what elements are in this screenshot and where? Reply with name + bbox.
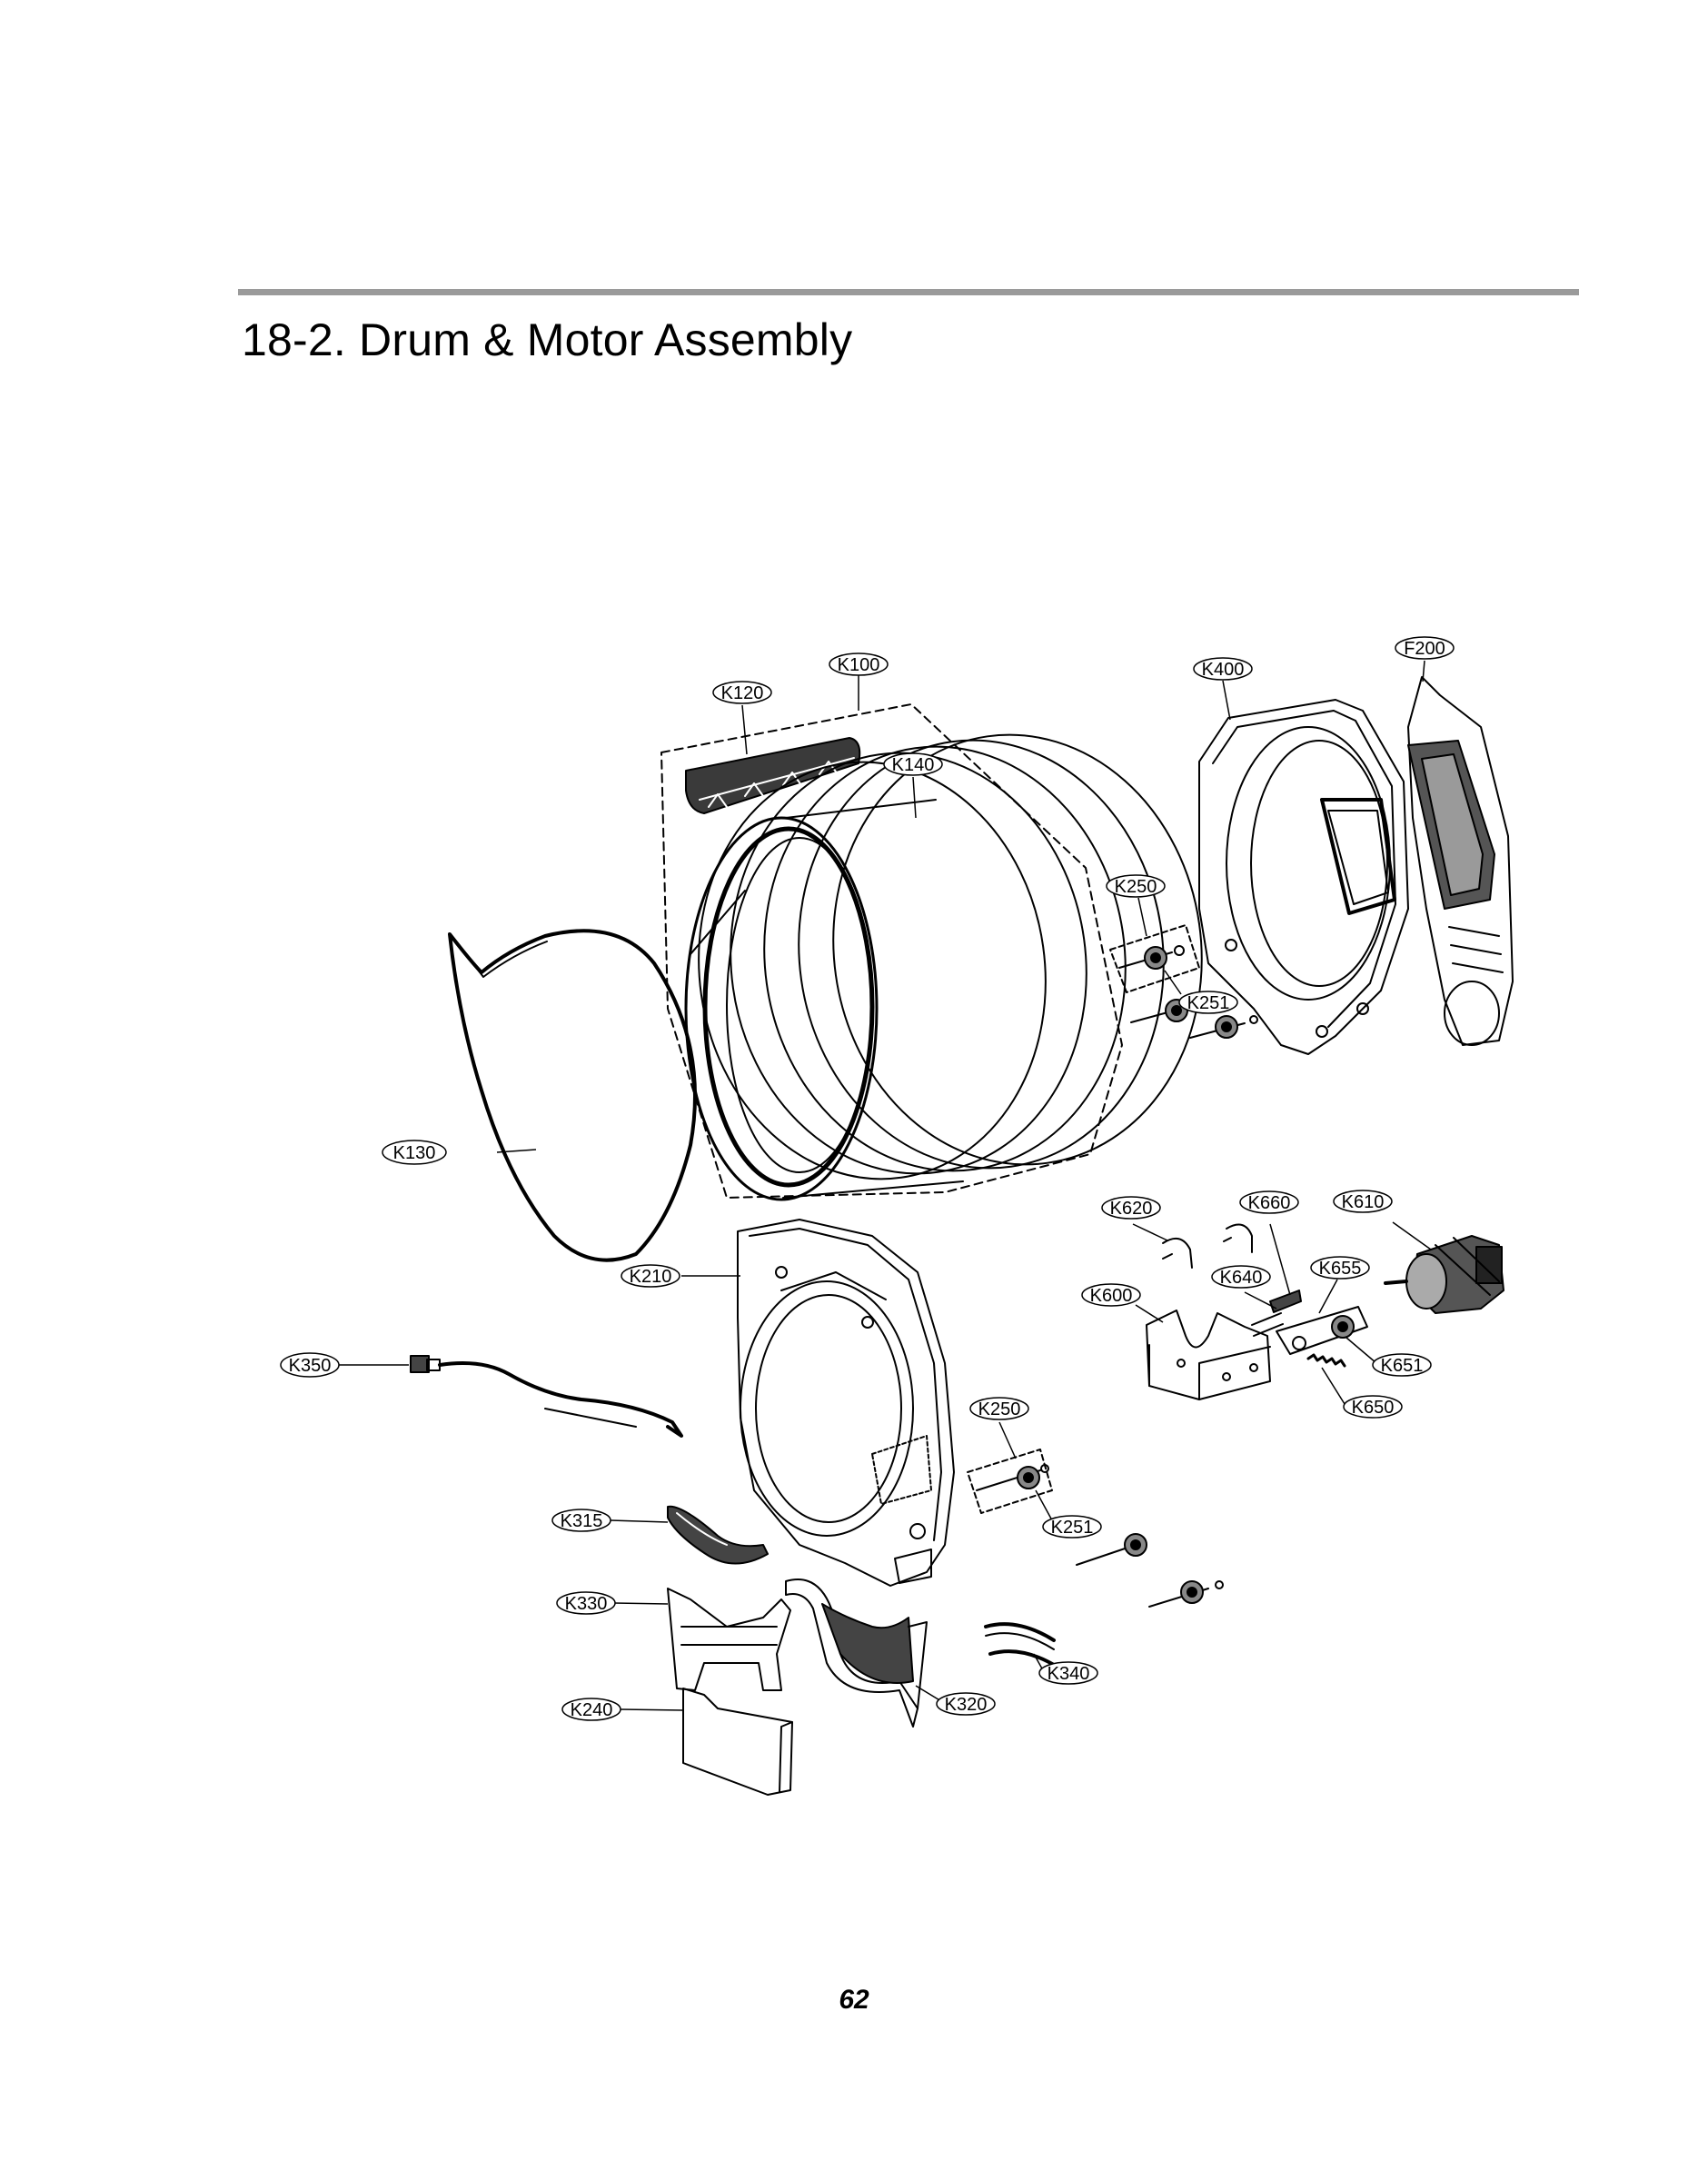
roller-axle-group-bottom xyxy=(967,1449,1053,1514)
leader-k620 xyxy=(1132,1223,1168,1241)
svg-text:K130: K130 xyxy=(393,1143,436,1163)
leader-k650 xyxy=(1321,1367,1346,1405)
callout-k660: K660 xyxy=(1239,1190,1299,1214)
svg-text:K400: K400 xyxy=(1202,660,1245,680)
svg-text:K340: K340 xyxy=(1048,1664,1090,1684)
callout-k315: K315 xyxy=(551,1509,611,1532)
svg-text:K350: K350 xyxy=(289,1356,332,1376)
leader-k251-top xyxy=(1164,970,1182,995)
svg-text:K251: K251 xyxy=(1051,1518,1094,1538)
leader-k130 xyxy=(496,1149,537,1153)
svg-text:K240: K240 xyxy=(571,1700,613,1720)
drum-group-dashed-outline xyxy=(660,703,1123,1199)
leader-k660 xyxy=(1269,1223,1291,1296)
svg-text:K640: K640 xyxy=(1220,1268,1263,1288)
callout-k610: K610 xyxy=(1333,1190,1393,1213)
svg-text:K330: K330 xyxy=(565,1594,608,1614)
front-bulkhead-part xyxy=(737,1219,955,1587)
rear-duct-part xyxy=(1407,676,1514,1046)
leader-f200 xyxy=(1422,660,1425,682)
wire-harness-part xyxy=(410,1355,683,1438)
callout-k251-bottom: K251 xyxy=(1042,1515,1102,1539)
callout-k120: K120 xyxy=(712,681,772,704)
svg-text:K655: K655 xyxy=(1319,1259,1362,1279)
drum-baffle-part xyxy=(685,737,861,814)
leader-k250-top xyxy=(1137,897,1147,937)
callout-k655: K655 xyxy=(1310,1256,1370,1280)
leader-k400 xyxy=(1222,680,1231,721)
callout-k251-top: K251 xyxy=(1178,991,1238,1014)
callout-k350: K350 xyxy=(280,1352,340,1378)
svg-text:K660: K660 xyxy=(1248,1193,1291,1213)
leader-k330 xyxy=(613,1602,669,1605)
callout-k250-top: K250 xyxy=(1106,874,1166,898)
callout-k210: K210 xyxy=(621,1264,680,1288)
drum-part xyxy=(684,733,1203,1201)
svg-text:K100: K100 xyxy=(838,655,880,675)
svg-text:K620: K620 xyxy=(1110,1199,1153,1219)
svg-text:K610: K610 xyxy=(1342,1192,1385,1212)
svg-text:K651: K651 xyxy=(1381,1356,1424,1376)
leader-k140 xyxy=(912,776,917,819)
leader-k340 xyxy=(1033,1653,1044,1671)
callout-k600: K600 xyxy=(1081,1283,1141,1307)
idler-spring-part xyxy=(1306,1353,1346,1368)
leader-k600 xyxy=(1135,1304,1164,1323)
callout-k130: K130 xyxy=(382,1140,447,1165)
filter-spring-part xyxy=(984,1622,1060,1669)
leader-k610 xyxy=(1392,1221,1432,1250)
page-title: 18-2. Drum & Motor Assembly xyxy=(242,314,853,365)
svg-text:K650: K650 xyxy=(1352,1398,1395,1418)
svg-text:K251: K251 xyxy=(1187,993,1230,1013)
callout-k650: K650 xyxy=(1343,1395,1403,1419)
leader-k315 xyxy=(610,1519,669,1523)
callout-k400: K400 xyxy=(1193,657,1253,681)
callout-k100: K100 xyxy=(829,652,889,676)
motor-clip-part xyxy=(1162,1223,1253,1269)
leader-k251-bottom xyxy=(1035,1489,1053,1521)
svg-text:K315: K315 xyxy=(561,1511,603,1531)
svg-text:F200: F200 xyxy=(1404,639,1445,659)
page-number: 62 xyxy=(839,1985,869,2015)
filter-cover-part xyxy=(682,1688,793,1796)
header-rule xyxy=(238,289,1579,295)
callout-k320: K320 xyxy=(936,1692,996,1716)
filter-frame-part xyxy=(785,1578,928,1728)
idler-pulley-part xyxy=(1276,1306,1368,1355)
leader-k640 xyxy=(1244,1291,1277,1310)
callout-k340: K340 xyxy=(1038,1661,1098,1685)
leader-k240 xyxy=(620,1708,684,1711)
callout-k651: K651 xyxy=(1372,1353,1432,1377)
leader-k655 xyxy=(1318,1279,1338,1314)
leader-k120 xyxy=(741,704,748,755)
svg-text:K320: K320 xyxy=(945,1695,988,1715)
svg-text:K250: K250 xyxy=(978,1399,1021,1419)
callout-k240: K240 xyxy=(561,1698,621,1721)
roller-axle-group-top xyxy=(1109,924,1200,993)
drive-belt-part xyxy=(448,929,697,1262)
svg-text:K140: K140 xyxy=(892,755,935,775)
filter-guide-part xyxy=(667,1505,769,1565)
callout-k330: K330 xyxy=(556,1591,616,1615)
svg-text:K210: K210 xyxy=(630,1267,672,1287)
callout-k640: K640 xyxy=(1211,1265,1271,1289)
filter-housing-part xyxy=(667,1588,791,1691)
svg-text:K120: K120 xyxy=(721,683,764,703)
callout-k140: K140 xyxy=(883,752,943,776)
drum-roller-group-bottom xyxy=(1076,1533,1224,1608)
svg-text:K250: K250 xyxy=(1115,877,1157,897)
callout-f200: F200 xyxy=(1395,636,1455,660)
rear-bulkhead-part xyxy=(1198,699,1409,1055)
callout-k250-bottom: K250 xyxy=(969,1397,1029,1420)
leader-k250-bottom xyxy=(998,1421,1017,1459)
idler-arm-part xyxy=(1251,1290,1302,1337)
svg-text:K600: K600 xyxy=(1090,1286,1133,1306)
motor-bracket-part xyxy=(1146,1310,1271,1400)
callout-k620: K620 xyxy=(1101,1196,1161,1220)
leader-k651 xyxy=(1346,1337,1377,1364)
drive-motor-part xyxy=(1384,1235,1504,1314)
leader-k320 xyxy=(915,1685,942,1702)
